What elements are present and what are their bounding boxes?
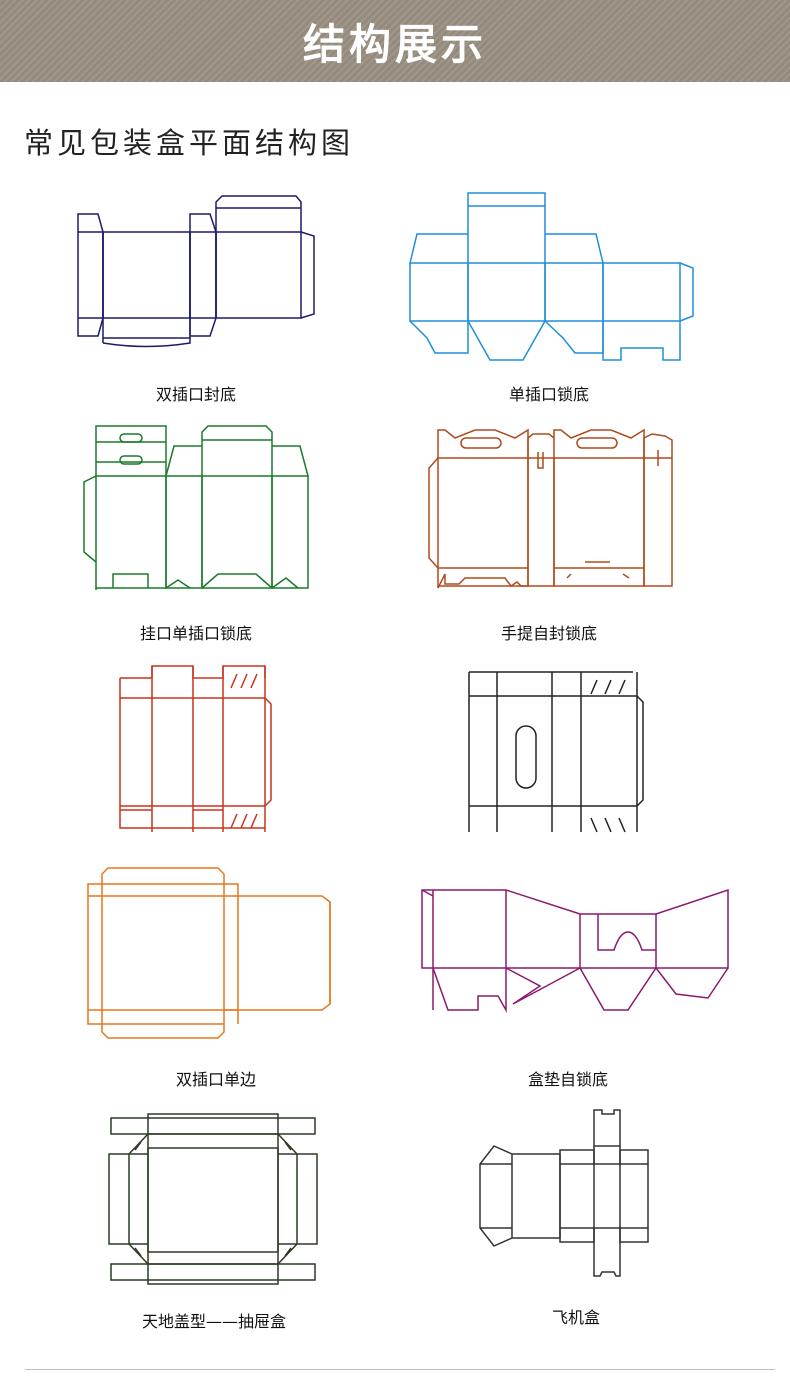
dieline-double-tuck-single-side [87, 867, 331, 1039]
dieline-hanger-tuck-lock-bottom [83, 425, 309, 590]
dieline-tuck-end-red [119, 665, 272, 832]
dieline-double-tuck [77, 195, 315, 348]
caption-drawer-box: 天地盖型——抽屉盒 [141, 1312, 286, 1331]
header-banner: 结构展示 [0, 0, 790, 82]
dieline-handle-lock-bottom [428, 428, 673, 589]
dieline-insert-lock-bottom [421, 888, 729, 1013]
dieline-single-tuck-lock-bottom [409, 192, 694, 361]
dieline-mailer-box [479, 1109, 649, 1277]
caption-mailer-box: 飞机盒 [551, 1308, 600, 1327]
caption-hanger-tuck-lock-bottom: 挂口单插口锁底 [139, 624, 252, 643]
caption-double-tuck-single-side: 双插口单边 [175, 1070, 256, 1089]
caption-insert-lock-bottom: 盒垫自锁底 [527, 1070, 608, 1089]
page-title: 结构展示 [302, 19, 487, 69]
section-subtitle: 常见包装盒平面结构图 [24, 126, 355, 160]
caption-single-tuck-lock-bottom: 单插口锁底 [508, 385, 589, 404]
dieline-drawer-box [108, 1113, 318, 1285]
footer-divider [25, 1369, 775, 1370]
caption-handle-lock-bottom: 手提自封锁底 [500, 624, 597, 643]
dieline-window-tuck-black [468, 671, 644, 833]
caption-double-tuck: 双插口封底 [155, 385, 236, 404]
